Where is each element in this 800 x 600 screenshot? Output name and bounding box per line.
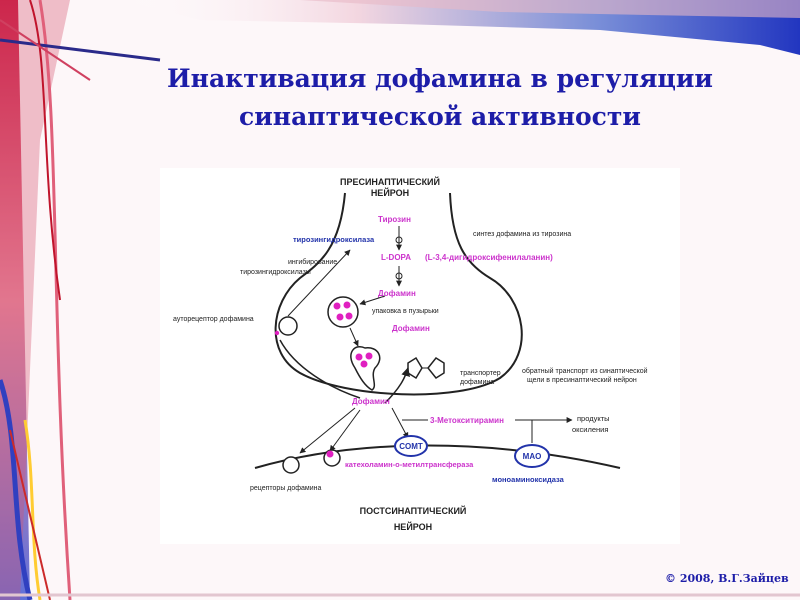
diagram-panel: ПРЕСИНАПТИЧЕСКИЙ НЕЙРОН Тирозин синтез д… [160, 168, 680, 544]
dopamine-dot [333, 302, 341, 310]
release-curve [279, 339, 361, 399]
transporter-label-2: дофамина [460, 379, 494, 386]
to-receptor-arrow [299, 407, 356, 454]
ldopa-label: L-DOPA [381, 253, 411, 262]
synthesis-label: синтез дофамина из тирозина [473, 231, 571, 238]
dopamine-dot [345, 312, 353, 320]
dopamine-label-vesicle: Дофамин [392, 324, 430, 333]
dopamine-dot [336, 313, 344, 321]
dopamine-dot [326, 450, 334, 458]
presynaptic-label-1: ПРЕСИНАПТИЧЕСКИЙ [340, 176, 440, 187]
inhibition-label-1: ингибирование [288, 258, 337, 266]
inhibition-arrow [287, 249, 351, 317]
title-line-2: синаптической активности [239, 102, 641, 131]
mao-full-label: моноаминоксидаза [492, 475, 565, 484]
dopamine-synapse-diagram: ПРЕСИНАПТИЧЕСКИЙ НЕЙРОН Тирозин синтез д… [173, 176, 648, 532]
inhibition-label-2: тирозингидроксилазы [240, 269, 311, 276]
dopamine-dot [365, 352, 373, 360]
ldopa-full-label: (L-3,4-дигидроксифенилаланин) [425, 253, 553, 262]
comt-arrow [391, 407, 409, 439]
presynaptic-membrane [274, 192, 523, 396]
presynaptic-label-2: НЕЙРОН [371, 187, 409, 198]
mao-label: MAO [523, 452, 542, 461]
oxidation-label-2: оксиления [572, 425, 608, 434]
comt-label: COMT [399, 442, 423, 451]
comt-enzyme [394, 435, 428, 457]
receptors-label: рецепторы дофамина [250, 485, 322, 492]
packing-arrow [359, 295, 386, 306]
copyright: © 2008, В.Г.Зайцев [665, 572, 789, 585]
dopamine-dot [355, 353, 363, 361]
postsynaptic-label-2: НЕЙРОН [394, 521, 432, 532]
slide-title: Инактивация дофамина в регуляции синапти… [100, 60, 780, 136]
postsynaptic-membrane [254, 444, 621, 469]
vesicle [327, 296, 359, 328]
transporter-label-1: транспортер [460, 370, 501, 377]
exocytosis-vesicle [350, 346, 381, 391]
oxidation-label-1: продукты [577, 414, 610, 423]
dopamine-receptor [282, 456, 300, 474]
enzyme-icon-2 [395, 272, 403, 280]
reverse-transport-label-1: обратный транспорт из синаптической [522, 367, 648, 375]
mao-enzyme [514, 444, 550, 468]
packing-label: упаковка в пузырьки [372, 308, 439, 315]
title-line-1: Инактивация дофамина в регуляции [167, 64, 713, 93]
dopamine-dot [360, 360, 368, 368]
dopamine-label-cleft: Дофамин [352, 397, 390, 406]
tyrosine-hydroxylase-label: тирозингидроксилаза [293, 235, 375, 244]
autoreceptor [278, 316, 298, 336]
methoxytyramine-label: 3-Метокситирамин [430, 416, 504, 425]
dopamine-dot [274, 330, 280, 336]
to-receptor-arrow [329, 409, 361, 452]
vesicle-arrow [349, 327, 359, 347]
tyrosine-label: Тирозин [378, 215, 411, 224]
comt-full-label: катехоламин-о-метилтрансфераза [345, 460, 474, 469]
autoreceptor-label: ауторецептор дофамина [173, 316, 254, 323]
reverse-transport-label-2: щели в пресинаптический нейрон [527, 376, 637, 384]
dopamine-label-synth: Дофамин [378, 289, 416, 298]
reuptake-curve [384, 367, 410, 404]
dopamine-dot [343, 301, 351, 309]
postsynaptic-label-1: ПОСТСИНАПТИЧЕСКИЙ [360, 505, 467, 516]
